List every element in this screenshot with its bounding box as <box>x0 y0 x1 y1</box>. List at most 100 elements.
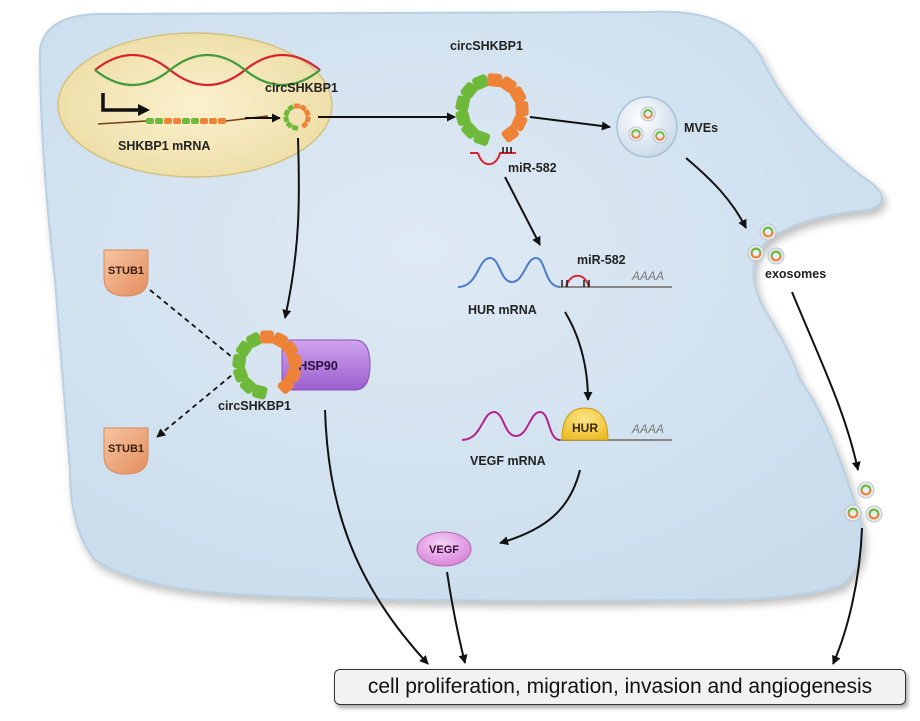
label-exosomes: exosomes <box>765 267 826 281</box>
svg-text:HUR: HUR <box>572 421 598 435</box>
exosome-circrna <box>750 247 762 259</box>
circrna-unit <box>511 114 528 132</box>
arrow-exosomes-to-outcome <box>832 527 863 665</box>
exosome <box>759 223 777 241</box>
circrna-unit <box>455 95 471 112</box>
dashed-stub1-binding <box>149 289 239 363</box>
stub1-top: STUB1 <box>103 249 149 297</box>
circrna-unit <box>486 73 503 87</box>
svg-text:VEGF: VEGF <box>429 544 459 556</box>
label-polya-vegf: AAAA <box>631 422 664 436</box>
arrow-circ-to-mves <box>529 116 611 131</box>
circshkbp1-small <box>283 103 311 131</box>
circrna-unit <box>501 125 519 143</box>
label-hur-mrna: HUR mRNA <box>468 303 537 317</box>
circrna-unit <box>283 116 290 123</box>
exosome <box>857 481 875 499</box>
circrna-unit <box>252 384 268 400</box>
label-mves: MVEs <box>684 121 718 135</box>
circrna-unit <box>299 104 307 112</box>
hsp90: HSP90 <box>281 339 371 391</box>
circrna-unit <box>455 109 471 126</box>
label-shkbp1-mrna: SHKBP1 mRNA <box>118 139 210 153</box>
circrna-unit <box>239 377 257 394</box>
vegf-protein: VEGF <box>416 531 472 567</box>
svg-text:STUB1: STUB1 <box>108 443 144 455</box>
exosome-circrna <box>655 131 665 141</box>
exosome-circrna <box>762 226 774 238</box>
circrna-unit <box>473 130 491 146</box>
shkbp1-pre-mrna <box>97 115 269 125</box>
label-mir582-bound: miR-582 <box>508 161 557 175</box>
circrna-unit <box>287 353 302 369</box>
arrow-hsp90-to-outcome <box>324 409 429 665</box>
exosome-circrna <box>631 129 641 139</box>
circshkbp1-sponge <box>455 73 529 146</box>
circrna-unit <box>509 86 527 104</box>
svg-text:HSP90: HSP90 <box>298 359 338 373</box>
mves-exosome-cargo <box>628 106 668 144</box>
exosome-circrna <box>868 508 880 520</box>
mir582-bound <box>470 147 516 166</box>
label-polya-hur: AAAA <box>631 269 664 283</box>
circrna-unit <box>287 104 295 112</box>
dna-helix <box>94 53 321 87</box>
arrow-exosomes-down <box>791 291 861 471</box>
circrna-unit <box>277 377 295 394</box>
circrna-unit <box>472 74 489 91</box>
exosome <box>844 504 862 522</box>
circrna-unit <box>283 109 290 117</box>
circrna-unit <box>245 332 263 349</box>
circrna-unit <box>294 103 300 109</box>
hur-mrna <box>457 256 672 288</box>
exosome-circrna <box>860 484 872 496</box>
hur-protein: HUR <box>561 407 609 441</box>
stub1-bottom: STUB1 <box>103 427 149 475</box>
arrow-hur-mrna-to-hur <box>564 311 593 401</box>
svg-text:STUB1: STUB1 <box>108 265 144 277</box>
circrna-unit <box>304 109 311 117</box>
circrna-unit <box>461 121 479 139</box>
label-circshkbp1-hsp90: circSHKBP1 <box>218 399 291 413</box>
arrow-vegf-mrna-to-vegf <box>499 469 581 546</box>
arrow-circ-to-hsp90 <box>282 137 300 319</box>
circrna-unit <box>233 366 249 383</box>
exosome-circrna <box>770 250 782 262</box>
exosomes-released <box>747 223 785 265</box>
circrna-unit <box>291 125 299 131</box>
label-circshkbp1-cytoplasm: circSHKBP1 <box>450 39 523 53</box>
exosome-circrna <box>847 507 859 519</box>
exosome <box>628 126 644 142</box>
exosome <box>640 106 656 122</box>
circrna-unit <box>515 101 529 117</box>
exosome <box>865 505 883 523</box>
exosome <box>652 128 668 144</box>
circrna-unit <box>235 340 253 358</box>
circrna-unit <box>260 330 274 344</box>
circrna-unit <box>460 82 478 100</box>
arrow-mves-to-exosomes <box>685 157 747 229</box>
circrna-unit <box>281 340 299 358</box>
circshkbp1-hsp90-complex <box>232 330 302 400</box>
circrna-unit <box>285 366 301 383</box>
exosome-circrna <box>643 109 653 119</box>
exosome <box>767 247 785 265</box>
circrna-unit <box>232 353 247 369</box>
mves-vesicle <box>616 96 678 158</box>
outcome-box: cell proliferation, migration, invasion … <box>334 669 906 705</box>
label-vegf-mrna: VEGF mRNA <box>470 454 546 468</box>
arrow-circ-to-hur-mrna <box>504 176 541 246</box>
circrna-unit <box>499 76 517 93</box>
circrna-unit <box>304 116 311 123</box>
arrow-vegf-to-outcome <box>446 571 468 664</box>
circrna-unit <box>285 121 293 129</box>
circrna-unit <box>301 121 309 129</box>
exosomes-extracellular <box>844 481 883 523</box>
label-mir582-hur: miR-582 <box>577 253 626 267</box>
promoter-arrow-icon <box>101 93 140 112</box>
label-circshkbp1-nucleus: circSHKBP1 <box>265 81 338 95</box>
circrna-unit <box>271 332 289 349</box>
nucleus <box>57 32 333 178</box>
exosome <box>747 244 765 262</box>
